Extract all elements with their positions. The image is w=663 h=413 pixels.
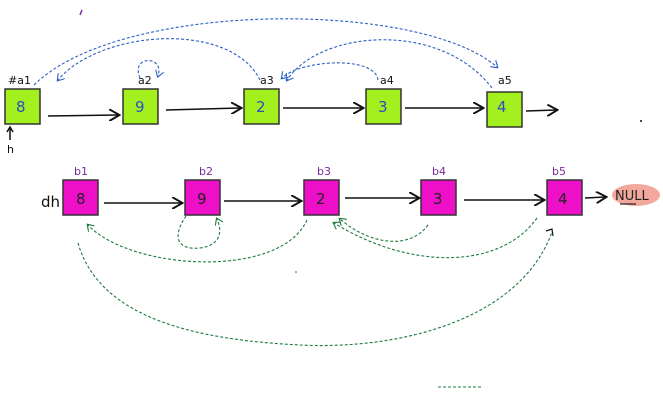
- node-a4[interactable]: 3 a4: [365, 74, 402, 125]
- next-arrow: [584, 197, 605, 198]
- node-a5[interactable]: 4 a5: [486, 74, 523, 128]
- next-arrow: [525, 110, 556, 111]
- node-a3[interactable]: 2 a3: [243, 74, 280, 125]
- head-label: h: [7, 143, 14, 156]
- next-arrow: [165, 108, 240, 110]
- node-value: 8: [16, 98, 26, 116]
- node-label: a2: [138, 74, 152, 87]
- node-value: 2: [316, 190, 326, 208]
- node-label: a3: [260, 74, 274, 87]
- random-link-a4-a3: [282, 62, 379, 81]
- node-label: a5: [498, 74, 512, 87]
- node-value: 9: [135, 98, 145, 116]
- node-label: #a1: [8, 74, 31, 87]
- node-b3[interactable]: 2 b3: [303, 165, 340, 216]
- random-link-b1-b5: [77, 231, 553, 347]
- random-link-b5-b3: [334, 217, 538, 259]
- node-label: b1: [74, 165, 88, 178]
- node-value: 3: [378, 98, 388, 116]
- null-terminator: NULL: [612, 184, 660, 206]
- node-value: 3: [433, 190, 443, 208]
- stray-dot: [295, 271, 297, 273]
- random-link-a2-a2: [137, 59, 159, 79]
- random-link-a5-a3: [287, 39, 493, 89]
- node-b1[interactable]: 8 b1: [62, 165, 99, 216]
- head-label: dh: [41, 193, 60, 211]
- node-label: b2: [199, 165, 213, 178]
- next-arrow: [47, 115, 118, 116]
- node-a1[interactable]: 8 #a1: [4, 74, 41, 125]
- random-link-b3-b1: [88, 219, 308, 263]
- node-b2[interactable]: 9 b2: [184, 165, 221, 216]
- random-link-a1-a5: [33, 18, 497, 86]
- list-a: 8 #a1 9 a2 2 a3 3 a4 4 a5 h: [4, 18, 556, 156]
- list-b: dh 8 b1 9 b2 2 b3 3 b4 4 b5: [41, 165, 660, 347]
- node-b5[interactable]: 4 b5: [546, 165, 583, 216]
- random-link-a3-a1: [58, 38, 261, 80]
- head-pointer-arrow: [6, 125, 14, 140]
- node-value: 2: [256, 98, 266, 116]
- node-value: 9: [197, 190, 207, 208]
- stray-dot: [640, 120, 642, 122]
- node-label: a4: [380, 74, 394, 87]
- node-value: 8: [76, 190, 86, 208]
- null-highlight: [612, 184, 660, 206]
- node-b4[interactable]: 3 b4: [420, 165, 457, 216]
- node-label: b4: [432, 165, 446, 178]
- null-label: NULL: [615, 189, 649, 204]
- random-link-b2-b2: [177, 215, 220, 249]
- node-label: b3: [317, 165, 331, 178]
- node-a2[interactable]: 9 a2: [122, 74, 159, 125]
- node-value: 4: [497, 98, 507, 116]
- arrowhead: [545, 228, 554, 237]
- node-label: b5: [552, 165, 566, 178]
- stray-mark: [79, 9, 83, 16]
- random-link-b4-b3: [340, 219, 429, 242]
- node-value: 4: [558, 190, 568, 208]
